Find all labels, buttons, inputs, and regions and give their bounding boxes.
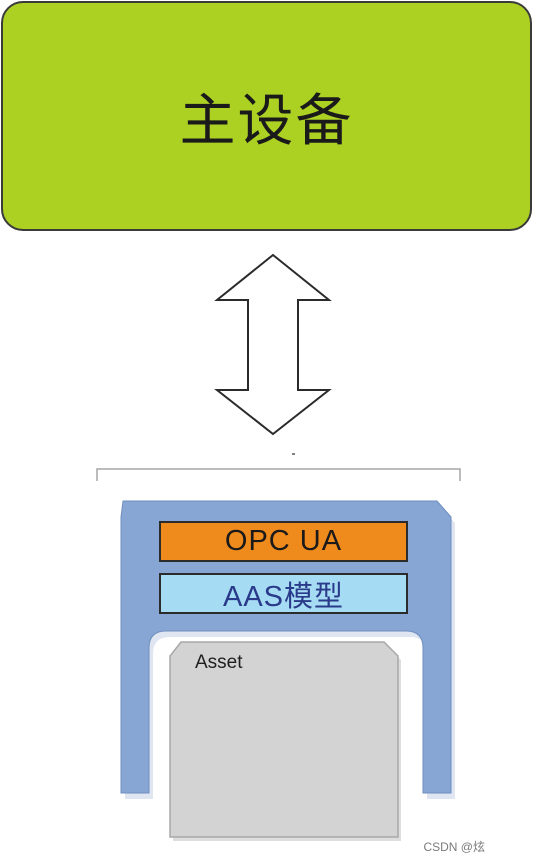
double-arrow-vertical-icon [214,253,332,436]
asset-box [169,641,399,838]
main-device-box: 主设备 [1,1,532,231]
opc-ua-layer: OPC UA [159,521,408,562]
opc-ua-label: OPC UA [224,525,343,557]
aas-model-label: AAS模型 [222,580,345,613]
asset-label: Asset [195,652,243,673]
bracket-line [96,468,461,481]
main-device-label: 主设备 [179,88,354,154]
aas-model-layer: AAS模型 [159,573,408,614]
watermark-text: CSDN @炫 [423,840,485,854]
